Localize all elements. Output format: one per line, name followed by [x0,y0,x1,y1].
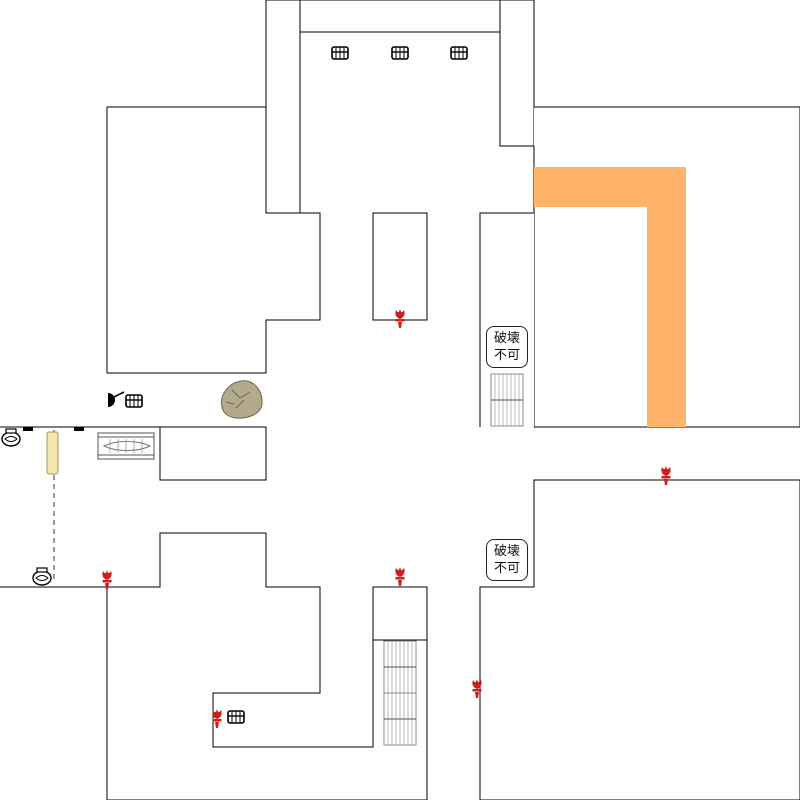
wall-segment [265,0,301,214]
grate-icon[interactable] [490,373,524,427]
wall-segment [372,212,428,321]
pillar-icon [46,431,59,475]
treasure-chest-icon[interactable] [227,710,245,724]
wall-segment [499,0,535,147]
label-line2: 不可 [493,348,520,363]
orange-zone [534,167,686,427]
torch-icon [212,709,222,728]
indestructible-label: 破壊 不可 [486,539,528,581]
label-line1: 破壊 [493,544,520,559]
treasure-chest-icon[interactable] [450,46,468,60]
wall-segment [372,586,428,641]
wall-marker [23,427,33,431]
cannon-icon [108,391,125,407]
treasure-chest-icon[interactable] [391,46,409,60]
wall-segment [265,0,535,33]
treasure-chest-icon[interactable] [125,394,143,408]
treasure-chest-icon[interactable] [331,46,349,60]
wall-segment [106,106,321,374]
wall-marker [74,427,84,431]
wall-segment [159,426,267,481]
grate-icon[interactable] [383,640,417,694]
label-line2: 不可 [493,561,520,576]
wall-segment [106,532,428,800]
pot-icon[interactable] [32,567,52,586]
rock-icon[interactable] [220,380,263,419]
label-line1: 破壊 [493,331,520,346]
torch-icon [395,567,405,586]
stairs-icon[interactable] [97,432,155,460]
grate-icon[interactable] [383,692,417,746]
wall-segment [479,479,800,800]
pot-icon[interactable] [1,428,21,447]
indestructible-label: 破壊 不可 [486,326,528,368]
torch-icon [102,570,112,589]
